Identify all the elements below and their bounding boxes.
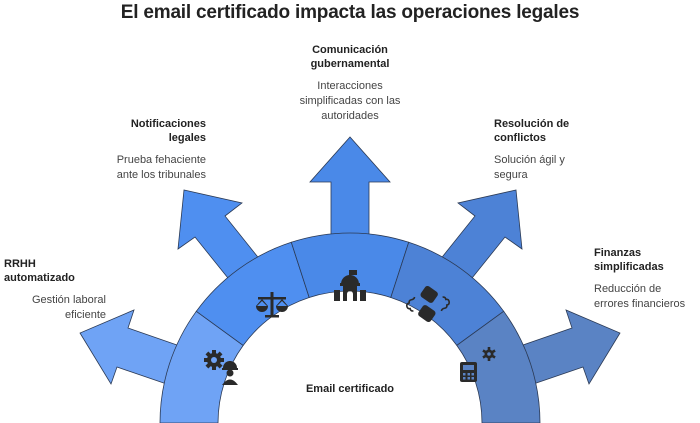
label-rrhh: RRHH automatizado Gestión laboral eficie… xyxy=(4,257,106,323)
label-finanzas: Finanzas simplificadas Reducción de erro… xyxy=(594,246,698,312)
calculator-gear-icon xyxy=(460,347,496,382)
label-resolucion-description: Solución ágil y segura xyxy=(494,154,565,181)
label-comunicacion: Comunicación gubernamental Interacciones… xyxy=(295,43,405,124)
label-comunicacion-title: Comunicación gubernamental xyxy=(310,44,390,70)
label-resolucion: Resolución de conflictos Solución ágil y… xyxy=(494,117,584,183)
government-building-icon xyxy=(334,270,366,301)
label-notificaciones-description: Prueba fehaciente ante los tribunales xyxy=(116,154,206,181)
diagram-title: El email certificado impacta las operaci… xyxy=(120,2,580,23)
label-finanzas-description: Reducción de errores financieros xyxy=(594,283,686,310)
handshake-resolution-icon xyxy=(405,286,451,322)
label-resolucion-title: Resolución de conflictos xyxy=(494,118,570,144)
label-notificaciones: Notificaciones legales Prueba fehaciente… xyxy=(108,117,206,183)
center-label: Email certificado xyxy=(305,383,395,395)
label-rrhh-title: RRHH automatizado xyxy=(4,258,75,284)
label-comunicacion-description: Interacciones simplificadas con las auto… xyxy=(299,80,401,122)
scales-icon xyxy=(256,292,288,318)
label-notificaciones-title: Notificaciones legales xyxy=(130,118,206,144)
label-finanzas-title: Finanzas simplificadas xyxy=(594,247,664,273)
gear-worker-icon xyxy=(204,350,238,385)
label-rrhh-description: Gestión laboral eficiente xyxy=(32,294,106,321)
